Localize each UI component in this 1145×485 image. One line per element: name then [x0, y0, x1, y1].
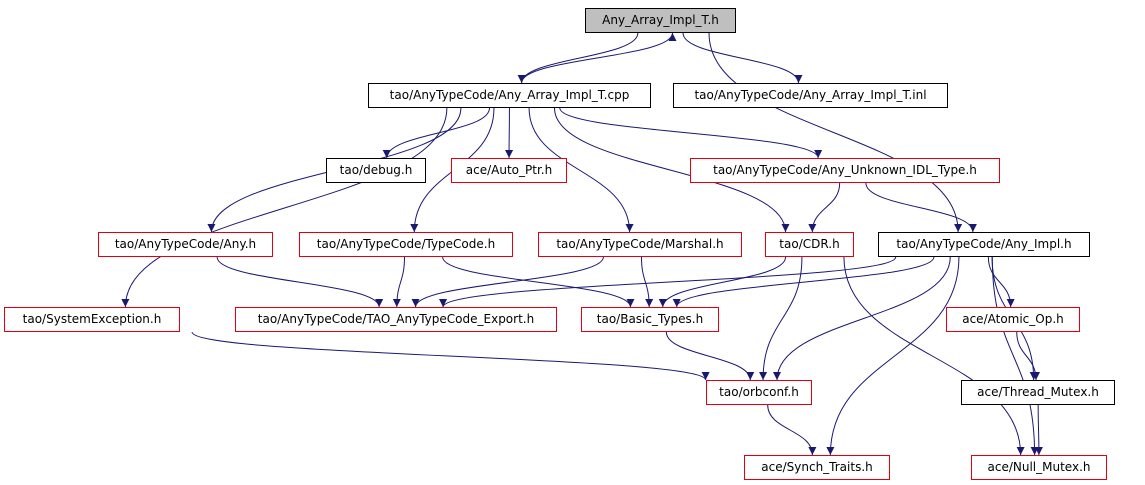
- edge-anyimpl-to-basic: [672, 256, 935, 308]
- node-tao-anytypecode-any-h[interactable]: tao/AnyTypeCode/Any.h: [98, 232, 273, 257]
- edge-root-to-inl: [682, 32, 803, 84]
- node-tao-anytypecode-any-impl-h[interactable]: tao/AnyTypeCode/Any_Impl.h: [878, 232, 1090, 257]
- edge-marshal-to-export: [411, 256, 604, 308]
- node-ace-null-mutex-h[interactable]: ace/Null_Mutex.h: [971, 455, 1107, 480]
- edge-marshal-to-basic: [641, 256, 654, 308]
- edge-cdr-to-nullm: [843, 256, 1025, 456]
- node-tao-anytypecode-marshal-h[interactable]: tao/AnyTypeCode/Marshal.h: [538, 232, 742, 257]
- edge-cdr-to-basic: [658, 256, 787, 308]
- node-ace-synch-traits-h[interactable]: ace/Synch_Traits.h: [744, 455, 890, 480]
- node-tao-basic-types-h[interactable]: tao/Basic_Types.h: [581, 307, 719, 332]
- edge-unknown-to-anyimpl: [865, 182, 977, 233]
- node-tao-anytypecode-export-h[interactable]: tao/AnyTypeCode/TAO_AnyTypeCode_Export.h: [235, 307, 557, 332]
- edge-cpp-to-sysexc: [121, 107, 448, 308]
- node-ace-atomic-op-h[interactable]: ace/Atomic_Op.h: [946, 307, 1080, 332]
- edge-sysexc-to-orbconf: [191, 331, 710, 381]
- edge-typecode-to-export: [392, 256, 405, 308]
- edge-cpp-to-debug: [382, 107, 490, 159]
- edge-thread-to-nullm: [1034, 404, 1043, 456]
- edge-cdr-to-orbconf: [759, 256, 803, 381]
- edge-anyimpl-to-orbconf: [773, 256, 951, 381]
- edge-unknown-to-cdr: [808, 182, 841, 233]
- node-tao-cdr-h[interactable]: tao/CDR.h: [765, 232, 854, 257]
- edge-anyimpl-to-nullm: [991, 256, 1039, 456]
- edge-cpp-to-unknown: [559, 107, 823, 159]
- node-ace-thread-mutex-h[interactable]: ace/Thread_Mutex.h: [961, 380, 1115, 405]
- edge-cpp-to-marshal: [528, 107, 634, 233]
- node-tao-systemexception-h[interactable]: tao/SystemException.h: [4, 307, 180, 332]
- node-tao-debug-h[interactable]: tao/debug.h: [326, 158, 426, 183]
- edge-basic-to-orbconf: [665, 331, 755, 381]
- node-any-array-impl-t-cpp[interactable]: tao/AnyTypeCode/Any_Array_Impl_T.cpp: [368, 83, 651, 108]
- node-any-array-impl-t-inl[interactable]: tao/AnyTypeCode/Any_Array_Impl_T.inl: [673, 83, 948, 108]
- edge-root-to-cpp: [517, 32, 639, 84]
- node-any-unknown-idl-type-h[interactable]: tao/AnyTypeCode/Any_Unknown_IDL_Type.h: [690, 158, 1000, 183]
- edge-any-to-export: [216, 256, 384, 308]
- edge-typecode-to-basic: [442, 256, 635, 308]
- edge-atomic-to-thread: [1016, 331, 1040, 381]
- edge-cpp-to-root: [521, 32, 677, 84]
- edge-root-to-anyimpl: [708, 32, 963, 233]
- edge-anyimpl-to-atomic: [987, 256, 1015, 308]
- node-any-array-impl-t-h: Any_Array_Impl_T.h: [585, 8, 736, 33]
- edge-anyimpl-to-export: [439, 256, 897, 308]
- edge-cpp-to-cdr: [554, 107, 790, 233]
- node-tao-orbconf-h[interactable]: tao/orbconf.h: [706, 380, 812, 405]
- edge-orbconf-to-synch: [767, 404, 817, 456]
- edge-anyimpl-to-synch: [826, 256, 960, 456]
- node-ace-auto-ptr-h[interactable]: ace/Auto_Ptr.h: [451, 158, 567, 183]
- node-tao-anytypecode-typecode-h[interactable]: tao/AnyTypeCode/TypeCode.h: [299, 232, 513, 257]
